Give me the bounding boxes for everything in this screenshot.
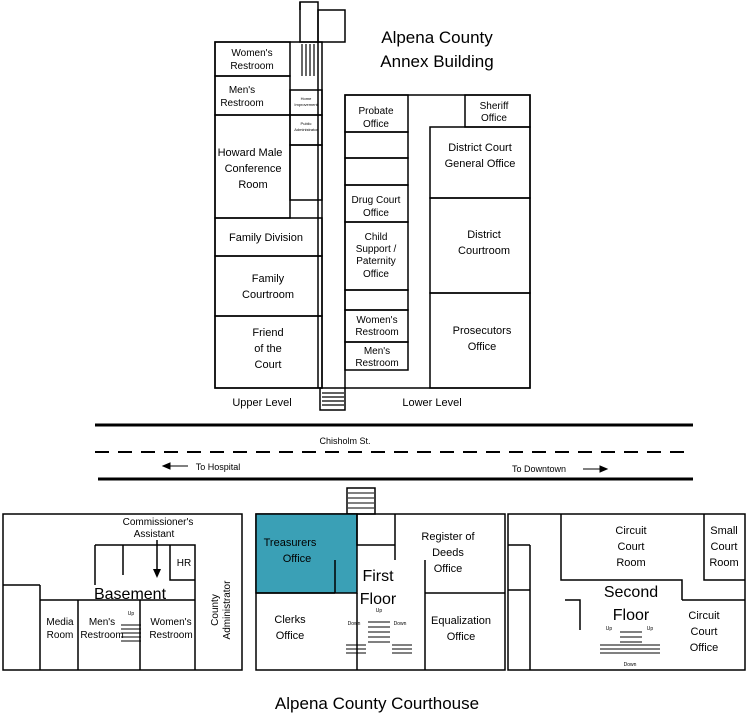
label-second-up-right: Up: [647, 626, 654, 632]
label-clerks: Clerks: [274, 614, 306, 626]
label-circuit-room-2: Court: [618, 541, 645, 553]
label-child-support: Child: [365, 232, 388, 243]
label-district-general: District Court: [448, 142, 512, 154]
label-equalization: Equalization: [431, 615, 491, 627]
to-hospital-label: To Hospital: [196, 462, 241, 472]
label-basement-mens: Men's: [89, 617, 115, 628]
room-friend-of-court: [214, 315, 323, 389]
label-hr: HR: [177, 558, 191, 569]
label-circuit-office-3: Office: [690, 642, 719, 654]
upper-level-building: Women's Restroom Men's Restroom Home Imp…: [214, 1, 346, 411]
label-howard: Howard Male: [218, 147, 283, 159]
label-equalization-2: Office: [447, 631, 476, 643]
label-child-support-4: Office: [363, 269, 389, 280]
label-circuit-room: Circuit: [615, 525, 646, 537]
annex-title-1: Alpena County: [381, 28, 493, 47]
label-first-down-left: Down: [348, 621, 361, 627]
label-child-support-3: Paternity: [356, 256, 395, 267]
label-friend-3: Court: [255, 359, 282, 371]
label-first-up: Up: [376, 608, 383, 614]
label-second-down: Down: [624, 662, 637, 668]
lower-level-building: Probate Office Sheriff Office District C…: [344, 94, 531, 409]
label-drug-court-2: Office: [363, 208, 389, 219]
label-upper-mens-2: Restroom: [220, 98, 263, 109]
street-name: Chisholm St.: [319, 436, 370, 446]
label-prosecutors: Prosecutors: [453, 325, 512, 337]
first-floor-plan: Treasurers Office Register of Deeds Offi…: [255, 487, 506, 671]
room-family-courtroom: [214, 255, 323, 317]
upper-level-label: Upper Level: [232, 397, 291, 409]
label-sheriff: Sheriff: [480, 101, 509, 112]
label-media-room-2: Room: [47, 630, 74, 641]
label-district-general-2: General Office: [445, 158, 516, 170]
label-family-courtroom: Family: [252, 273, 285, 285]
label-home-improvement: Home: [301, 96, 312, 101]
label-treasurers-2: Office: [283, 553, 312, 565]
label-small-court-2: Court: [711, 541, 738, 553]
label-basement-womens-2: Restroom: [149, 630, 192, 641]
label-upper-womens-2: Restroom: [230, 61, 273, 72]
courthouse-title: Alpena County Courthouse: [275, 694, 479, 713]
label-small-court: Small: [710, 525, 738, 537]
first-floor-title: First: [362, 568, 394, 585]
second-floor-title-2: Floor: [613, 607, 650, 624]
to-downtown-label: To Downtown: [512, 464, 566, 474]
label-county-admin: County: [210, 594, 221, 626]
label-lower-mens-2: Restroom: [355, 358, 398, 369]
label-upper-mens: Men's: [229, 85, 255, 96]
treasurers-office-highlight[interactable]: [255, 513, 358, 594]
label-howard-3: Room: [238, 179, 267, 191]
lower-level-label: Lower Level: [402, 397, 461, 409]
second-floor-plan: Circuit Court Room Small Court Room Seco…: [507, 513, 746, 671]
label-basement-mens-2: Restroom: [80, 630, 123, 641]
label-district-courtroom: District: [467, 229, 501, 241]
label-second-up-left: Up: [606, 626, 613, 632]
label-lower-womens-2: Restroom: [355, 327, 398, 338]
label-clerks-2: Office: [276, 630, 305, 642]
label-circuit-office-2: Court: [691, 626, 718, 638]
label-circuit-office: Circuit: [688, 610, 719, 622]
basement-plan: Commissioner's Assistant HR Basement Cou…: [2, 513, 243, 671]
label-basement-womens: Women's: [150, 617, 191, 628]
label-home-improvement-2: Improvement: [294, 102, 318, 107]
basement-title: Basement: [94, 586, 167, 603]
label-public-admin-2: Administrator: [294, 127, 318, 132]
label-media-room: Media: [46, 617, 74, 628]
label-public-admin: Public: [301, 121, 312, 126]
label-child-support-2: Support /: [356, 244, 397, 255]
label-howard-2: Conference: [225, 163, 282, 175]
first-floor-title-2: Floor: [360, 591, 397, 608]
label-county-admin-2: Administrator: [222, 580, 233, 640]
label-sheriff-2: Office: [481, 113, 507, 124]
annex-title-2: Annex Building: [380, 52, 493, 71]
label-upper-womens: Women's: [231, 48, 272, 59]
label-basement-up: Up: [128, 611, 135, 617]
chisholm-street: Chisholm St. To Hospital To Downtown: [95, 423, 693, 481]
label-prosecutors-2: Office: [468, 341, 497, 353]
arrow-down-icon: [153, 569, 161, 578]
label-friend-2: of the: [254, 343, 282, 355]
label-probate-2: Office: [363, 119, 389, 130]
label-circuit-room-3: Room: [616, 557, 645, 569]
label-probate: Probate: [358, 106, 393, 117]
label-friend: Friend: [252, 327, 283, 339]
label-first-down-right: Down: [394, 621, 407, 627]
second-floor-title: Second: [604, 584, 658, 601]
label-register-2: Deeds: [432, 547, 464, 559]
label-treasurers: Treasurers: [264, 537, 317, 549]
label-register: Register of: [421, 531, 475, 543]
label-family-courtroom-2: Courtroom: [242, 289, 294, 301]
arrow-right-icon: [583, 465, 609, 473]
label-district-courtroom-2: Courtroom: [458, 245, 510, 257]
label-small-court-3: Room: [709, 557, 738, 569]
label-drug-court: Drug Court: [352, 195, 401, 206]
label-register-3: Office: [434, 563, 463, 575]
label-family-division: Family Division: [229, 232, 303, 244]
arrow-left-icon: [161, 462, 188, 470]
label-lower-mens: Men's: [364, 346, 390, 357]
label-lower-womens: Women's: [356, 315, 397, 326]
label-commissioner: Commissioner's: [123, 517, 194, 528]
label-commissioner-2: Assistant: [134, 529, 175, 540]
